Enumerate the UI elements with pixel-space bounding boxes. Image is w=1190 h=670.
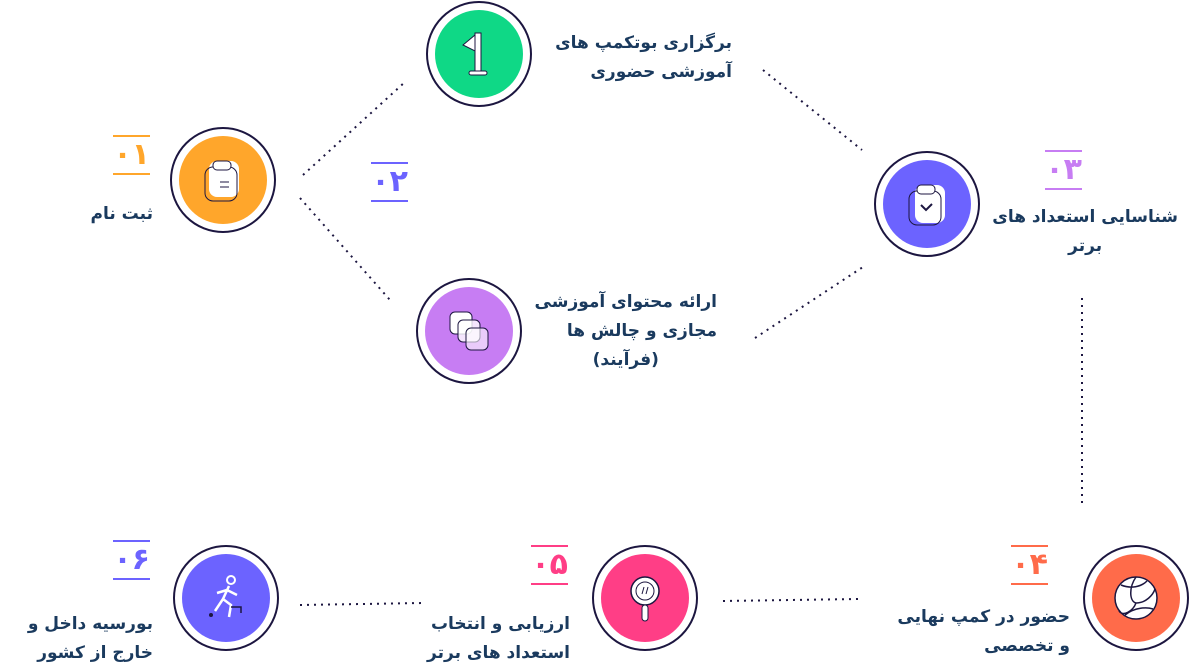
online-content-label-line2: مجازی و چالش ها <box>566 321 717 341</box>
step-06-label-line1: بورسیه داخل و <box>27 614 153 634</box>
step-04-label-line1: حضور در کمپ نهایی <box>897 607 1070 627</box>
clipboard-check-icon <box>908 184 945 226</box>
step-04-label-line2: و تخصصی <box>984 636 1070 656</box>
step-01-label: ثبت نام <box>90 204 153 224</box>
step-05-label-line2: استعداد های برتر <box>427 643 570 663</box>
step-05-label-line1: ارزیابی و انتخاب <box>430 614 570 634</box>
step-05-number: ۰۵ <box>531 545 568 585</box>
volleyball-icon <box>1114 576 1158 620</box>
step-03-number: ۰۳ <box>1045 150 1082 190</box>
flag-icon <box>462 32 488 76</box>
online-content-label-line3: (فرآیند) <box>592 350 659 370</box>
online-content-circle <box>416 278 522 384</box>
step-01-circle <box>170 127 276 233</box>
online-content-label-line1: ارائه محتوای آموزشی <box>534 292 717 312</box>
step-02-number: ۰۲ <box>371 162 408 202</box>
step-04-circle <box>1083 545 1189 651</box>
step-03-circle <box>874 151 980 257</box>
step-03-label-line2: برتر <box>1068 236 1103 256</box>
clipboard-icon <box>204 160 239 202</box>
bootcamp-label: برگزاری بوتکمپ های آموزشی حضوری <box>555 29 732 87</box>
step-04-label: حضور در کمپ نهایی و تخصصی <box>897 603 1070 661</box>
online-content-label: ارائه محتوای آموزشی مجازی و چالش ها (فرآ… <box>535 288 717 375</box>
bootcamp-label-line2: آموزشی حضوری <box>590 62 732 82</box>
step-01-number: ۰۱ <box>113 135 150 175</box>
step-03-label: شناسایی استعداد های برتر <box>992 203 1178 261</box>
bootcamp-circle <box>426 1 532 107</box>
step-05-circle <box>592 545 698 651</box>
step-06-circle <box>173 545 279 651</box>
runner-icon <box>209 575 242 618</box>
magnifier-icon <box>630 576 660 622</box>
step-03-label-line1: شناسایی استعداد های <box>992 207 1178 227</box>
step-05-label: ارزیابی و انتخاب استعداد های برتر <box>427 610 570 668</box>
step-04-number: ۰۴ <box>1011 545 1048 585</box>
step-06-label: بورسیه داخل و خارج از کشور <box>28 610 153 668</box>
bootcamp-label-line1: برگزاری بوتکمپ های <box>555 33 732 53</box>
step-06-number: ۰۶ <box>113 540 150 580</box>
layers-icon <box>449 311 489 351</box>
step-06-label-line2: خارج از کشور <box>37 643 153 663</box>
